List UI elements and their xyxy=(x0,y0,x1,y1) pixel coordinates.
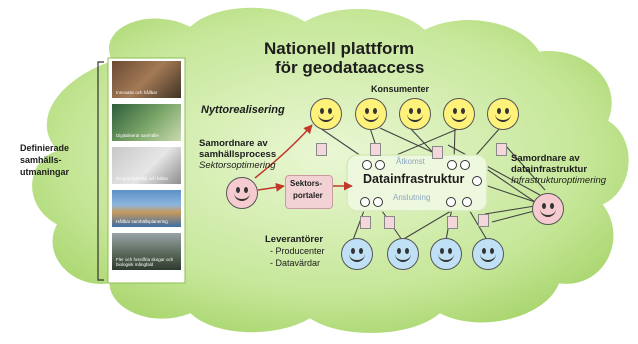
thumbnail-5-caption: Fler och fossilfria skogar och biologisk… xyxy=(116,257,174,267)
sektorsportaler-line2: portaler xyxy=(293,191,323,200)
connector-node xyxy=(375,160,385,170)
leverantorer-title: Leverantörer xyxy=(265,234,324,245)
document-icon xyxy=(370,143,381,156)
sektorsportaler-line1: Sektors- xyxy=(290,179,323,188)
coordinator-process-line2: samhällsprocess xyxy=(199,149,277,160)
supplier-face-4 xyxy=(472,238,504,270)
anslutning-label: Anslutning xyxy=(393,193,431,202)
leverantorer-item2: - Datavärdar xyxy=(270,258,321,268)
diagram-title-line2: för geodataaccess xyxy=(275,58,425,77)
connector-node xyxy=(472,176,482,186)
datainfrastruktur-title: Datainfrastruktur xyxy=(363,172,465,186)
connector-node xyxy=(446,197,456,207)
konsumenter-label: Konsumenter xyxy=(371,84,430,94)
leverantorer-item1: - Producenter xyxy=(270,246,325,256)
thumbnail-3-caption: En god livsmiljö och hälsa xyxy=(116,176,168,181)
connector-node xyxy=(362,160,372,170)
connector-node xyxy=(447,160,457,170)
document-icon xyxy=(478,214,489,227)
nyttorealisering-label: Nyttorealisering xyxy=(201,104,285,116)
connector-node xyxy=(373,197,383,207)
arrow-coordinator-to-consumers xyxy=(254,124,313,179)
document-icon xyxy=(496,143,507,156)
supplier-face-3 xyxy=(430,238,462,270)
left-label-line2: samhälls- xyxy=(20,155,62,165)
thumbnail-5: Fler och fossilfria skogar och biologisk… xyxy=(112,233,181,270)
thumbnail-4-caption: Hållbar samhällsplanering xyxy=(116,219,168,224)
thumbnail-2-caption: Digitaliserat samhälle xyxy=(116,133,159,138)
thumbnail-1-caption: Innovativ och hållbar xyxy=(116,90,158,95)
left-label-line1: Definierade xyxy=(20,143,70,153)
coordinator-process-line3: Sektorsoptimering xyxy=(199,160,276,171)
coordinator-process-line1: Samordnare av xyxy=(199,138,268,149)
diagram-title-line1: Nationell plattform xyxy=(264,39,415,58)
thumbnail-2: Digitaliserat samhälle xyxy=(112,104,181,141)
consumer-face-2 xyxy=(355,98,387,130)
thumbnail-4: Hållbar samhällsplanering xyxy=(112,190,181,227)
arrow-coordinator-to-portals xyxy=(257,182,285,192)
consumer-face-1 xyxy=(310,98,342,130)
left-label-line3: utmaningar xyxy=(20,167,70,177)
coordinator-infra-line3: Infrastrukturoptimering xyxy=(511,175,607,186)
sektorsportaler-box xyxy=(285,175,333,209)
connector-node xyxy=(460,160,470,170)
supplier-face-2 xyxy=(387,238,419,270)
consumer-face-4 xyxy=(443,98,475,130)
document-icon xyxy=(384,216,395,229)
coordinator-process-face xyxy=(226,177,258,209)
document-icon xyxy=(432,146,443,159)
consumer-face-5 xyxy=(487,98,519,130)
supplier-face-1 xyxy=(341,238,373,270)
document-icon xyxy=(360,216,371,229)
document-icon xyxy=(447,216,458,229)
coordinator-infra-line1: Samordnare av xyxy=(511,153,580,164)
consumer-face-3 xyxy=(399,98,431,130)
coordinator-infra-face xyxy=(532,193,564,225)
connector-node xyxy=(360,197,370,207)
atkomst-label: Åtkomst xyxy=(396,157,425,166)
coordinator-infra-line2: datainfrastruktur xyxy=(511,164,588,175)
document-icon xyxy=(316,143,327,156)
connector-node xyxy=(462,197,472,207)
thumbnail-1: Innovativ och hållbar xyxy=(112,61,181,98)
bracket xyxy=(97,61,104,281)
thumbnail-3: En god livsmiljö och hälsa xyxy=(112,147,181,184)
